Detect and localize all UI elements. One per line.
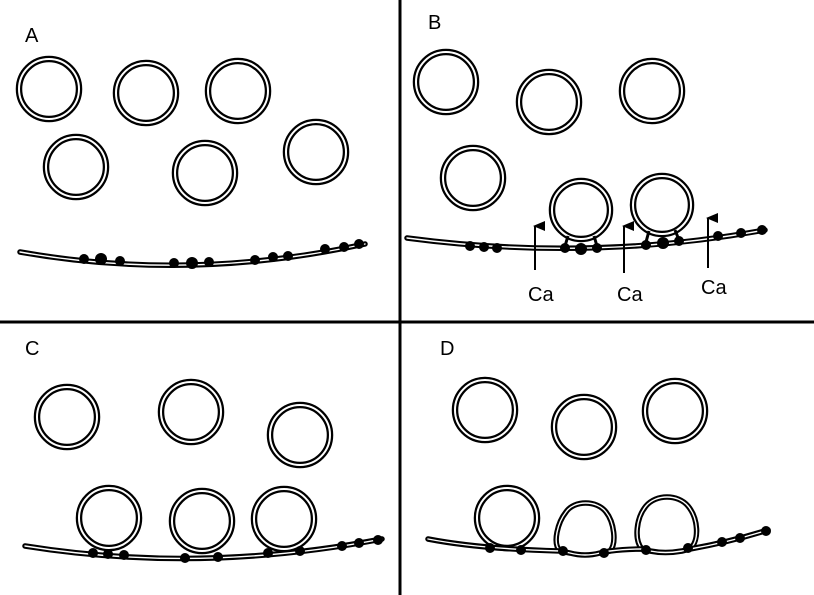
docked-vesicle [75,484,143,552]
panel-label-a: A [25,25,39,47]
vesicles [412,48,695,243]
vesicle [550,393,618,461]
fusing-vesicle [634,494,700,552]
panel-a: A [15,25,368,269]
panel-label-d: D [440,338,454,360]
vesicle [439,144,507,212]
fusing-vesicle [553,500,617,554]
docked-vesicle [250,485,318,553]
vesicle [515,68,583,136]
membrane-particles [465,225,767,255]
docked-vesicle [548,177,614,243]
docking-tethers [563,229,681,247]
vesicle [618,57,686,125]
calcium-label: Ca [528,284,554,306]
membrane-particles [485,526,771,558]
calcium-label: Ca [701,277,727,299]
vesicles [15,55,350,207]
vesicle [204,57,272,125]
vesicle [112,59,180,127]
vesicle [171,139,239,207]
docked-vesicle [473,484,541,552]
panel-b: B [404,12,768,306]
vesicle [33,383,101,451]
plasma-membrane [22,536,385,562]
membrane-particles [88,535,383,563]
vesicle [157,378,225,446]
docked-vesicle [168,487,236,555]
vesicle [282,118,350,186]
vesicles [33,378,334,555]
docked-vesicle [629,172,695,238]
vesicle [15,55,83,123]
panel-d: D [425,338,771,558]
vesicle [641,377,709,445]
vesicle [42,133,110,201]
panel-label-b: B [428,12,441,34]
panel-label-c: C [25,338,39,360]
vesicles [451,376,709,552]
membrane-particles [79,239,364,269]
calcium-arrows: Ca Ca Ca [528,213,727,306]
vesicle [451,376,519,444]
vesicle [266,401,334,469]
panel-c: C [22,338,385,563]
vesicle [412,48,480,116]
calcium-label: Ca [617,284,643,306]
